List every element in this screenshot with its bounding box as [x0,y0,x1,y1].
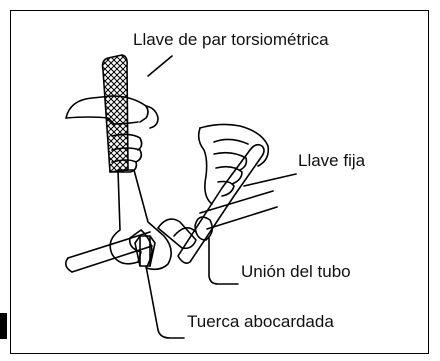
leader-flare-nut [146,266,184,338]
label-torque-wrench: Llave de par torsiométrica [133,31,329,48]
leader-pipe-union [209,238,238,284]
leader-fixed-wrench [244,174,296,186]
right-hand [199,124,269,204]
label-pipe-union: Unión del tubo [241,263,351,280]
label-fixed-wrench: Llave fija [298,152,365,169]
label-flare-nut: Tuerca abocardada [187,313,334,330]
leader-torque-wrench [148,56,172,76]
